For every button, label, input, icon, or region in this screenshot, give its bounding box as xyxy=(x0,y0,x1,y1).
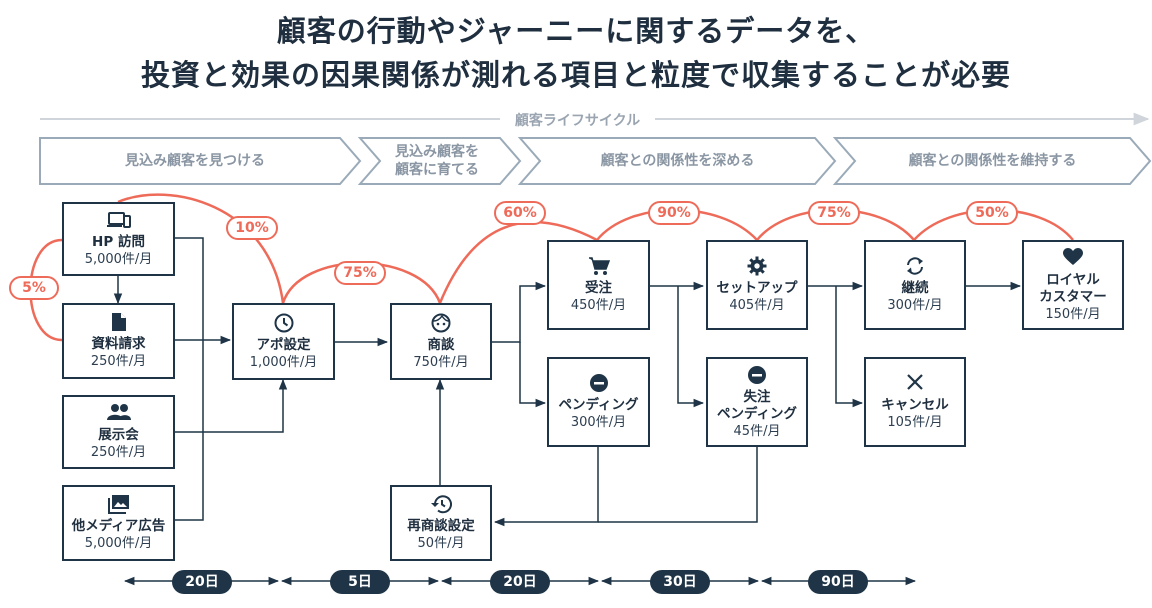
node-document-request: 資料請求 250件/月 xyxy=(62,303,175,379)
gear-icon xyxy=(747,256,767,278)
sync-icon xyxy=(904,256,926,278)
node-exhibition-count: 250件/月 xyxy=(90,445,147,460)
duration-badge-5: 90日 xyxy=(808,570,868,594)
conversion-pct-hp-to-shiryo: 5% xyxy=(9,276,59,300)
minus-circle-icon xyxy=(747,365,767,387)
node-loyal-customer-name-2: カスタマー xyxy=(1039,288,1107,305)
node-continuation: 継続 300件/月 xyxy=(864,240,966,330)
node-cancel: キャンセル 105件/月 xyxy=(864,357,966,447)
close-icon xyxy=(906,373,924,395)
node-loyal-customer-name-1: ロイヤル xyxy=(1046,271,1100,288)
node-setup-count: 405件/月 xyxy=(729,298,785,313)
stage-label-2: 見込み顧客を 顧客に育てる xyxy=(372,138,502,184)
node-negotiation-count: 750件/月 xyxy=(413,354,469,370)
conversion-pct-hp-to-apo: 10% xyxy=(226,216,278,240)
image-icon xyxy=(107,494,130,516)
node-negotiation: 商談 750件/月 xyxy=(390,303,492,380)
node-document-request-name: 資料請求 xyxy=(91,336,146,352)
arrow-shodan-to-pending xyxy=(519,342,547,408)
node-continuation-count: 300件/月 xyxy=(887,298,943,313)
node-pending-name: ペンディング xyxy=(558,397,639,413)
node-cancel-count: 105件/月 xyxy=(887,415,943,430)
arrow-shodan-to-juchu xyxy=(492,281,547,343)
arrow-setup-to-cancel xyxy=(835,286,864,408)
node-setup-name: セットアップ xyxy=(716,280,798,296)
node-other-media-ads-count: 5,000件/月 xyxy=(84,536,153,551)
lifecycle-label: 顧客ライフサイクル xyxy=(500,110,655,130)
stage-chevron-3 xyxy=(517,137,837,185)
arrow-pending-to-resho xyxy=(493,447,599,527)
duration-badge-3: 20日 xyxy=(490,570,550,594)
node-loyal-customer: ロイヤル カスタマー 150件/月 xyxy=(1022,240,1124,330)
node-document-request-count: 250件/月 xyxy=(90,354,147,369)
minus-circle-icon xyxy=(589,373,609,395)
history-icon xyxy=(430,494,452,516)
node-appointment: アポ設定 1,000件/月 xyxy=(232,303,335,380)
stage-label-1: 見込み顧客を見つける xyxy=(125,153,265,169)
conversion-pct-keizoku-to-loyal: 50% xyxy=(966,201,1018,225)
people-icon xyxy=(106,403,132,425)
node-order-name: 受注 xyxy=(585,280,612,296)
clock-icon xyxy=(274,313,294,335)
node-appointment-count: 1,000件/月 xyxy=(249,354,318,370)
node-pending: ペンディング 300件/月 xyxy=(547,357,650,447)
conversion-pct-juchu-to-setup: 90% xyxy=(648,201,700,225)
devices-icon xyxy=(106,210,131,232)
stage-chevron-4 xyxy=(832,137,1152,185)
node-lost-pending-count: 45件/月 xyxy=(733,423,781,439)
node-hp-visit: HP 訪問 5,000件/月 xyxy=(62,202,175,276)
node-setup: セットアップ 405件/月 xyxy=(706,240,808,330)
arrow-tenjikai-to-apo xyxy=(175,378,288,433)
node-hp-visit-name: HP 訪問 xyxy=(92,234,145,250)
node-exhibition: 展示会 250件/月 xyxy=(62,395,175,469)
document-icon xyxy=(111,312,127,334)
conversion-pct-setup-to-keizoku: 75% xyxy=(808,201,860,225)
node-negotiation-name: 商談 xyxy=(427,336,455,353)
stage-label-2-line-2: 顧客に育てる xyxy=(395,162,479,178)
conversion-pct-apo-to-shodan: 75% xyxy=(334,261,386,285)
cart-icon xyxy=(588,256,610,278)
stage-label-3: 顧客との関係性を深める xyxy=(600,153,755,169)
node-order: 受注 450件/月 xyxy=(547,240,650,330)
node-lost-pending-name-1: 失注 xyxy=(743,388,771,405)
page-title-line-1: 顧客の行動やジャーニーに関するデータを、 xyxy=(276,14,876,48)
duration-badge-1: 20日 xyxy=(172,570,232,594)
line-hp-bracket xyxy=(175,237,204,521)
heart-icon xyxy=(1063,247,1083,270)
node-lost-pending-name-2: ペンディング xyxy=(716,405,798,422)
conversion-pct-shodan-to-juchu: 60% xyxy=(494,201,546,225)
stage-label-4: 顧客との関係性を維持する xyxy=(908,153,1077,169)
node-lost-pending: 失注 ペンディング 45件/月 xyxy=(706,357,808,447)
duration-badge-4: 30日 xyxy=(650,570,710,594)
node-appointment-name: アポ設定 xyxy=(256,336,311,353)
page-title-line-2: 投資と効果の因果関係が測れる項目と粒度で収集することが必要 xyxy=(140,58,1011,92)
stage-chevron-2 xyxy=(357,137,522,185)
node-other-media-ads: 他メディア広告 5,000件/月 xyxy=(62,485,175,561)
node-cancel-name: キャンセル xyxy=(881,397,949,413)
stage-label-2-line-1: 見込み顧客を xyxy=(395,144,479,160)
node-other-media-ads-name: 他メディア広告 xyxy=(71,518,166,534)
face-icon xyxy=(431,313,451,335)
node-renegotiation-name: 再商談設定 xyxy=(407,518,475,534)
node-loyal-customer-count: 150件/月 xyxy=(1045,306,1101,322)
node-continuation-name: 継続 xyxy=(901,280,929,296)
duration-badge-2: 5日 xyxy=(330,570,390,594)
node-exhibition-name: 展示会 xyxy=(98,427,139,443)
node-hp-visit-count: 5,000件/月 xyxy=(84,252,153,267)
stage-chevron-1 xyxy=(39,137,362,185)
node-pending-count: 300件/月 xyxy=(570,415,627,430)
node-order-count: 450件/月 xyxy=(570,298,627,313)
arrow-juchu-to-shitchu xyxy=(677,286,705,408)
node-renegotiation: 再商談設定 50件/月 xyxy=(390,485,492,561)
line-shitchu-to-resho xyxy=(598,447,758,523)
node-renegotiation-count: 50件/月 xyxy=(417,536,465,551)
